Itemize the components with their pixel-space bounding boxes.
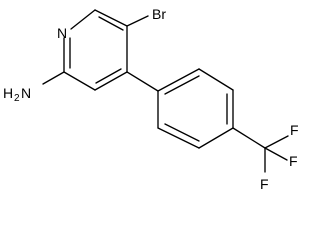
bond-p4-cf3 xyxy=(232,127,266,149)
bond-p1-p2 xyxy=(157,68,200,92)
phenyl-ring xyxy=(157,68,234,149)
bond-p2-p3 xyxy=(198,68,234,91)
pyridine-ring xyxy=(63,9,128,91)
bond-n1-c6 xyxy=(70,9,96,30)
bond-c5-br xyxy=(126,15,149,27)
bond-c3-c2 xyxy=(63,71,96,91)
bond-c2-nh2 xyxy=(42,71,65,85)
bond-p5-p6 xyxy=(157,127,200,149)
fluorine-label-3: F xyxy=(260,176,269,192)
bond-c4-c3-inner xyxy=(95,68,122,84)
fluorine-label-1: F xyxy=(290,122,299,138)
bond-c6-c5-inner xyxy=(98,16,124,31)
nitrogen-label: N xyxy=(57,25,67,41)
bond-p5-p6-inner xyxy=(164,123,200,142)
fluorine-label-2: F xyxy=(289,153,298,169)
amine-h-label: H xyxy=(3,85,13,101)
bond-c4-aryl xyxy=(126,71,159,92)
bond-cf3-f2 xyxy=(264,147,288,161)
bond-p1-p2-inner xyxy=(164,75,200,95)
bond-p4-p5 xyxy=(198,127,234,149)
bromine-label: Br xyxy=(152,6,166,22)
structure-diagram: N Br H 2 N F F F xyxy=(3,6,299,192)
bond-c6-c5 xyxy=(94,9,128,27)
bond-c4-c3 xyxy=(94,71,128,91)
bond-cf3-f1 xyxy=(264,135,289,149)
amine-n-label: N xyxy=(21,85,31,101)
amine-subscript-label: 2 xyxy=(14,93,20,104)
